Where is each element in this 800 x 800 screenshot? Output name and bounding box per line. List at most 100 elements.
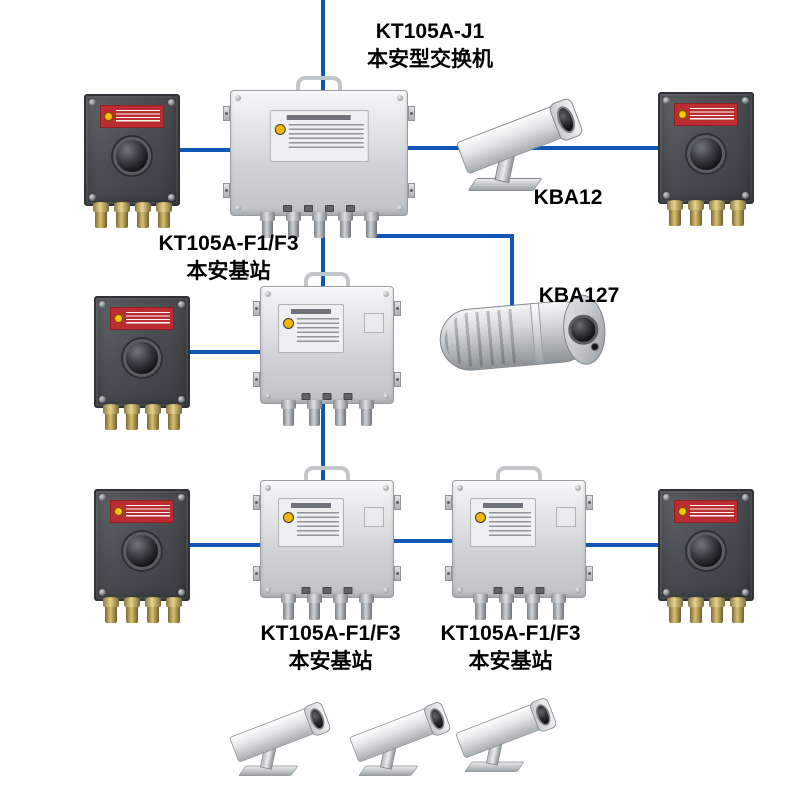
enclosure (445, 480, 593, 598)
heat-sink-ribs (442, 308, 517, 369)
enclosure (84, 94, 180, 206)
label-switch: KT105A-J1 本安型交换机 (335, 18, 525, 74)
certification-logo (103, 112, 113, 121)
nameplate-title (483, 503, 524, 509)
warning-label (109, 307, 175, 330)
mounting-tab (586, 494, 593, 510)
round-window (113, 137, 151, 176)
camera-front-cap (422, 700, 452, 738)
cable-gland (358, 594, 374, 620)
camera-front-cap (528, 696, 558, 734)
enclosure (223, 90, 415, 216)
bolt (663, 494, 670, 501)
bolt (89, 99, 96, 106)
ir-sensor (590, 342, 600, 352)
cable-gland (472, 594, 488, 620)
nameplate-text-lines (489, 512, 532, 536)
mounting-tab (394, 371, 401, 387)
camera-body (349, 700, 452, 763)
cable-gland (687, 200, 704, 226)
cable-gland (524, 594, 540, 620)
cable-gland (144, 404, 161, 430)
label-text-lines (689, 108, 735, 121)
label-base-br-name: 本安基站 (468, 650, 553, 673)
carry-handle (304, 272, 350, 287)
cable-gland (550, 594, 566, 620)
screw (265, 587, 271, 593)
bolt (178, 301, 185, 308)
connector-ports (301, 587, 353, 594)
cable-gland (337, 212, 353, 238)
label-kba127-text: KBA127 (538, 284, 620, 307)
label-base-mid: KT105A-F1/F3 本安基站 (126, 230, 331, 286)
mounting-tab (253, 371, 260, 387)
ma-certification-logo (283, 512, 295, 524)
bolt (742, 494, 749, 501)
label-base-mid-name: 本安基站 (186, 260, 271, 283)
device-camera-bottom-2 (346, 692, 466, 780)
enclosure (94, 489, 190, 601)
bolt (178, 494, 185, 501)
cable-gland (259, 212, 275, 238)
certification-logo (677, 110, 687, 119)
ma-certification-logo (274, 123, 286, 135)
carry-handle (496, 466, 542, 481)
cable-gland (666, 597, 683, 623)
body-seam (529, 303, 545, 365)
screw (383, 393, 389, 399)
round-window (687, 135, 725, 174)
bolt (99, 301, 106, 308)
connector-ports (493, 587, 545, 594)
bolt (89, 194, 96, 201)
screw (235, 95, 241, 101)
cable-gland (165, 597, 182, 623)
certification-logo (113, 314, 123, 323)
cable-gland (729, 200, 746, 226)
label-text-lines (125, 312, 171, 325)
nameplate-text-lines (297, 512, 340, 536)
camera-lens (533, 702, 554, 728)
mounting-tab (445, 494, 452, 510)
device-base-station-bottom-right (445, 466, 593, 620)
screw (397, 205, 403, 211)
screw (383, 291, 389, 297)
warning-label (673, 500, 739, 523)
label-switch-name: 本安型交换机 (367, 48, 493, 71)
screw (575, 587, 581, 593)
connector-ports (283, 205, 355, 212)
cable-gland (92, 202, 109, 228)
screw (457, 587, 463, 593)
cable-gland (102, 597, 119, 623)
nameplate-title (291, 309, 332, 315)
cable-glands (94, 404, 190, 430)
cable-gland (144, 597, 161, 623)
device-junction-box-top-left (84, 94, 180, 228)
mounting-tab (253, 494, 260, 510)
cable-gland (280, 594, 296, 620)
bolt (663, 97, 670, 104)
screw (235, 205, 241, 211)
device-camera-bottom-1 (226, 692, 346, 780)
cable-glands (658, 200, 754, 226)
cable-gland (134, 202, 151, 228)
screw (457, 485, 463, 491)
round-window (123, 339, 161, 378)
enclosure (658, 92, 754, 204)
mounting-tab (223, 182, 230, 198)
cable-glands (94, 597, 190, 623)
mounting-tab (408, 105, 415, 121)
device-junction-box-top-right (658, 92, 754, 226)
cable-glands (658, 597, 754, 623)
enclosure (253, 286, 401, 404)
device-junction-box-bottom-right (658, 489, 754, 623)
device-junction-box-bottom-left (94, 489, 190, 623)
label-kba12-text: KBA12 (533, 186, 603, 209)
screw (265, 485, 271, 491)
label-base-bl-model: KT105A-F1/F3 (260, 622, 401, 645)
camera-lens (307, 706, 328, 732)
side-label (363, 506, 384, 528)
cable-gland (498, 594, 514, 620)
device-camera-bottom-3 (452, 688, 572, 776)
cable-gland (285, 212, 301, 238)
bolt (168, 99, 175, 106)
